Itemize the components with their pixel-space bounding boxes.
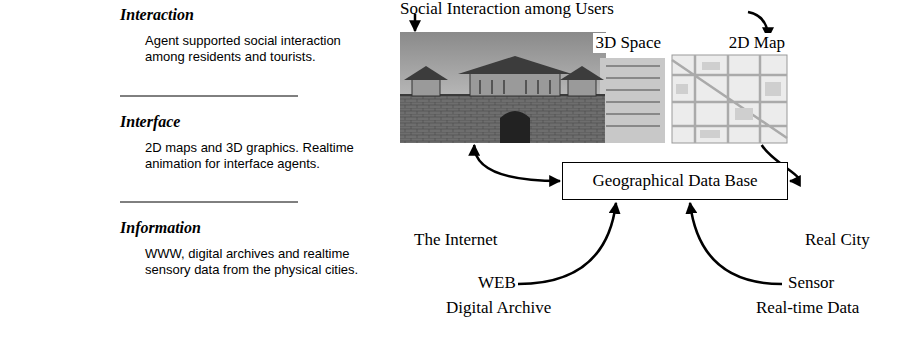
source-label: Real City bbox=[805, 230, 870, 250]
section-body: Agent supported social interaction among… bbox=[145, 33, 365, 65]
section-heading: Interface bbox=[120, 113, 180, 131]
box-label: Geographical Data Base bbox=[592, 171, 757, 191]
source-label: WEB bbox=[478, 273, 516, 293]
picture-label: 2D Map bbox=[727, 33, 787, 53]
separator bbox=[120, 202, 298, 203]
curved-arrow bbox=[474, 145, 560, 181]
section-body: WWW, digital archives and realtime senso… bbox=[145, 246, 365, 278]
scene-3d: 3D Space bbox=[400, 32, 665, 143]
3d-scene bbox=[400, 32, 665, 143]
source-label: Real-time Data bbox=[756, 298, 859, 318]
database-box: Geographical Data Base bbox=[562, 162, 788, 200]
source-label: Digital Archive bbox=[446, 298, 551, 318]
section-heading: Interaction bbox=[120, 6, 194, 24]
map-picture bbox=[672, 55, 787, 143]
section-heading: Information bbox=[120, 219, 201, 237]
picture-label: 3D Space bbox=[593, 33, 663, 53]
source-arrow bbox=[690, 203, 782, 284]
source-arrow bbox=[518, 203, 616, 284]
heading: Social Interaction among Users bbox=[400, 0, 614, 19]
source-label: The Internet bbox=[414, 230, 498, 250]
section-body: 2D maps and 3D graphics. Realtime animat… bbox=[145, 140, 365, 172]
separator bbox=[120, 96, 298, 97]
source-label: Sensor bbox=[788, 273, 834, 293]
map-2d: 2D Map bbox=[672, 55, 787, 143]
